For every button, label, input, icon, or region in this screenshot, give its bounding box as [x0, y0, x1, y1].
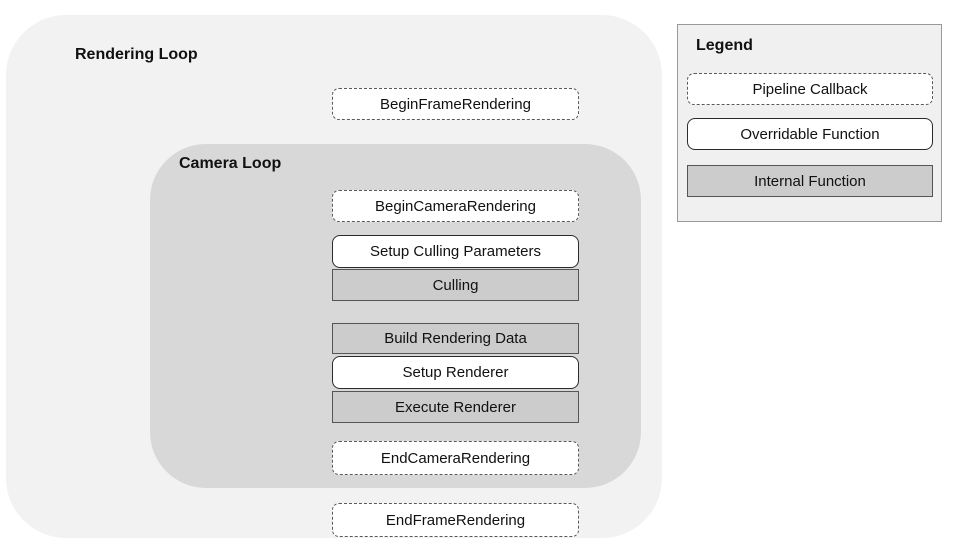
node-execute-renderer: Execute Renderer	[332, 391, 579, 423]
legend-title: Legend	[696, 37, 753, 54]
legend-panel: Legend Pipeline Callback Overridable Fun…	[677, 24, 942, 222]
node-setup-renderer: Setup Renderer	[332, 356, 579, 389]
node-end-frame-rendering: EndFrameRendering	[332, 503, 579, 537]
node-begin-frame-rendering: BeginFrameRendering	[332, 88, 579, 120]
node-end-camera-rendering: EndCameraRendering	[332, 441, 579, 475]
node-setup-culling-parameters: Setup Culling Parameters	[332, 235, 579, 268]
camera-loop-container: Camera Loop BeginCameraRendering Setup C…	[150, 144, 641, 488]
camera-loop-title: Camera Loop	[179, 155, 282, 172]
node-culling: Culling	[332, 269, 579, 301]
node-build-rendering-data: Build Rendering Data	[332, 323, 579, 354]
node-begin-camera-rendering: BeginCameraRendering	[332, 190, 579, 222]
rendering-loop-title: Rendering Loop	[75, 46, 198, 63]
rendering-loop-container: Rendering Loop BeginFrameRendering Camer…	[6, 15, 662, 538]
legend-item-internal-function: Internal Function	[687, 165, 933, 197]
legend-item-overridable-function: Overridable Function	[687, 118, 933, 150]
legend-item-pipeline-callback: Pipeline Callback	[687, 73, 933, 105]
